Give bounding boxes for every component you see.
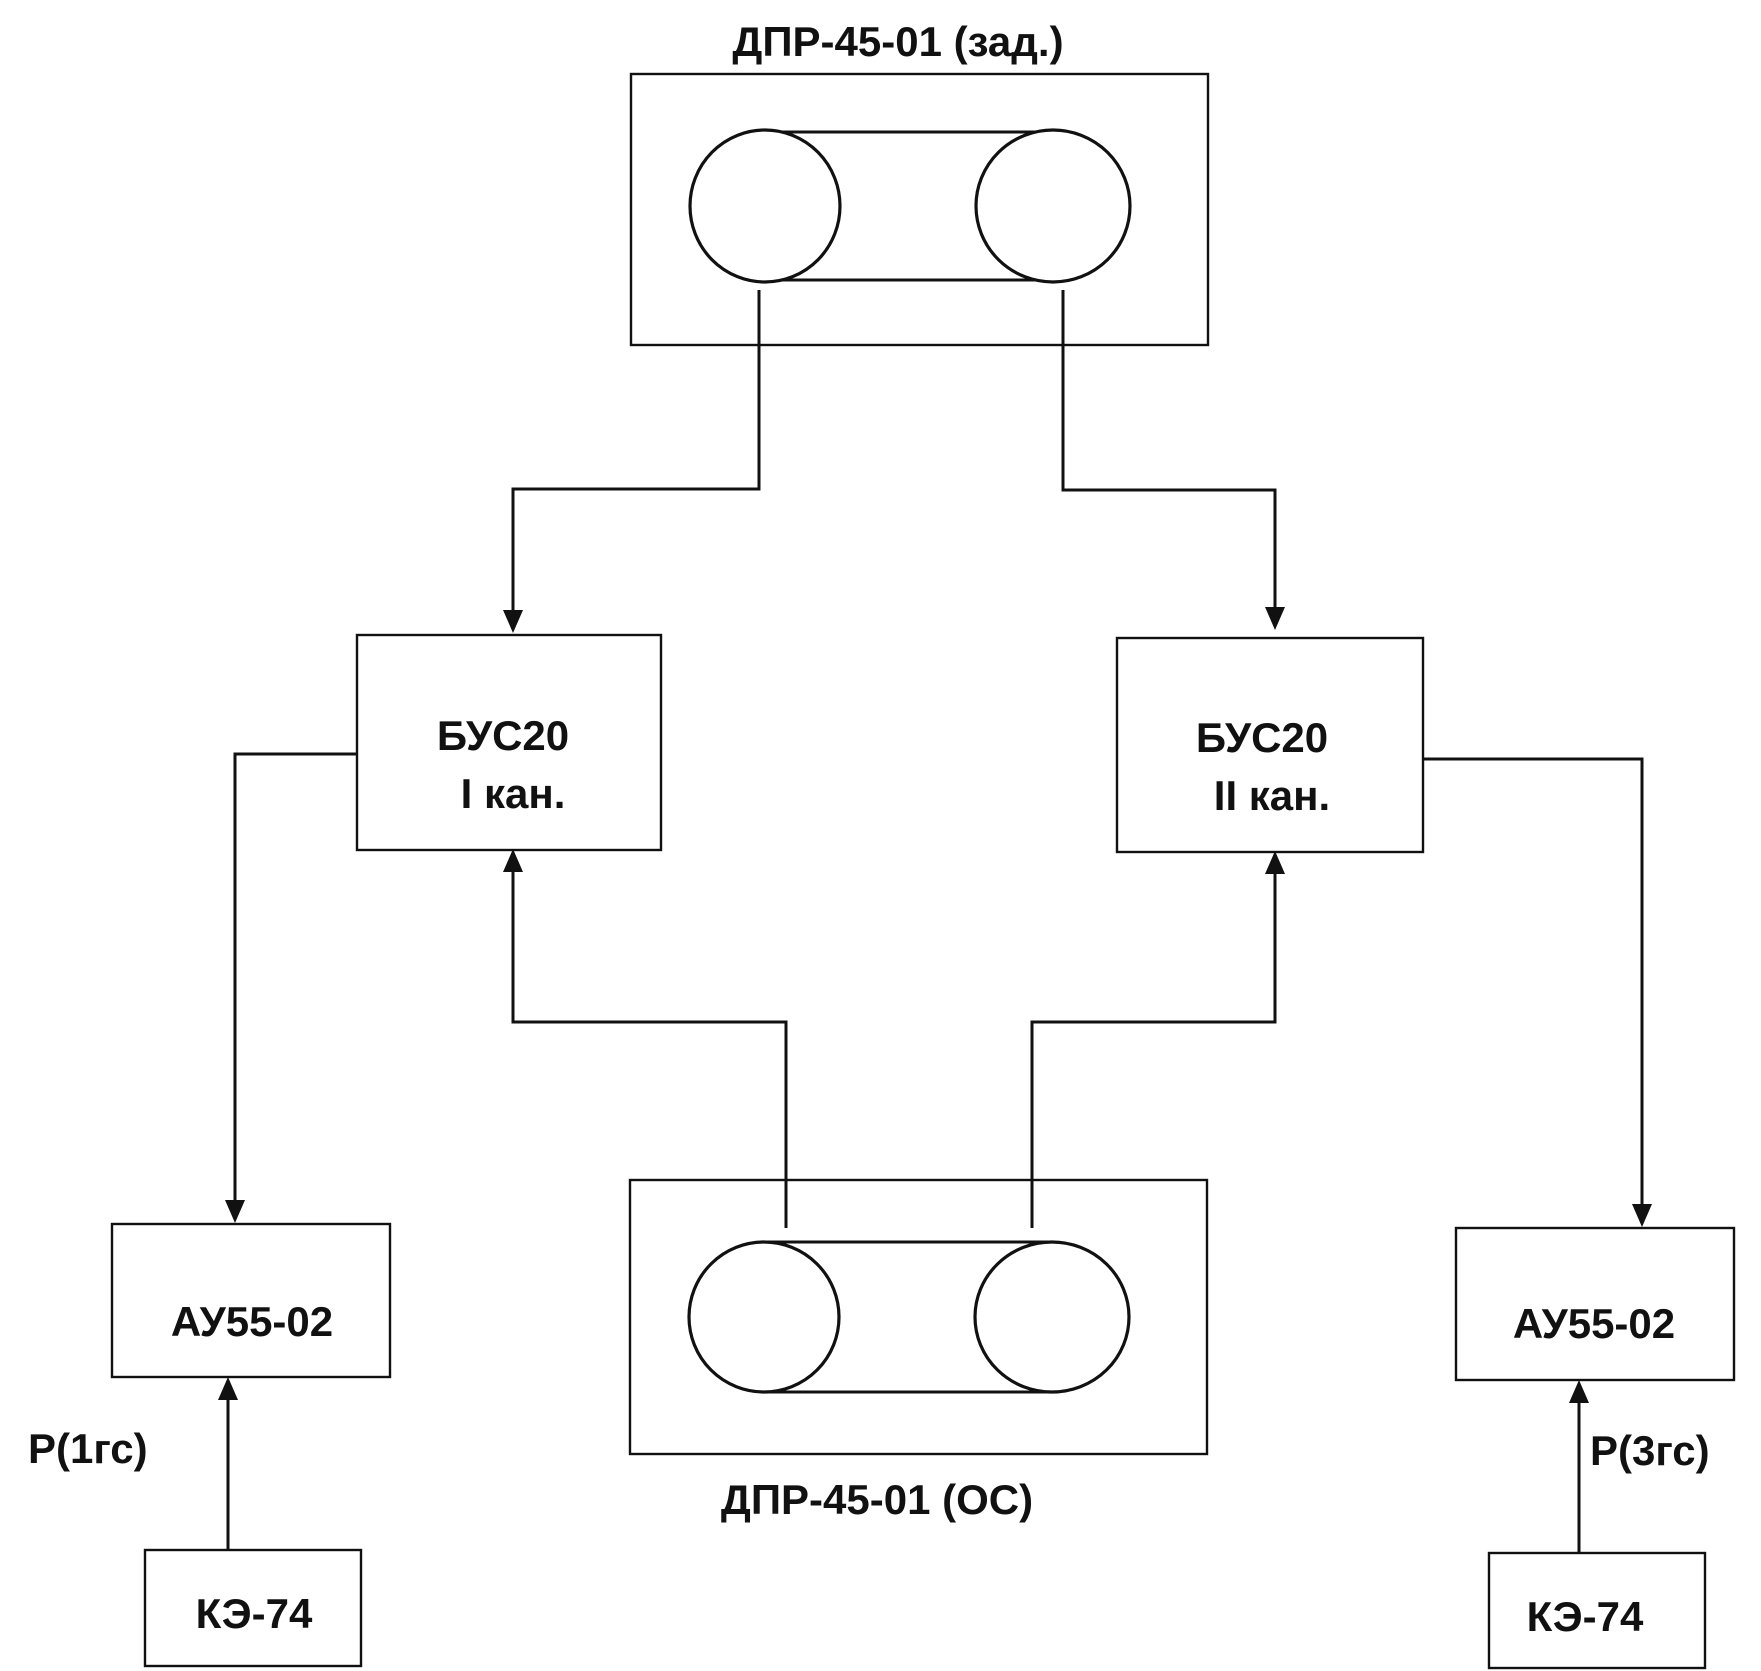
valve-left-block: КЭ-74 [143,1548,363,1668]
wire-top-sensor-to-bus-right [1061,290,1277,614]
sensor-top-title: ДПР-45-01 (зад.) [732,18,1063,65]
wire-bus-right-to-amp-right [1423,757,1644,1210]
sensor-top-frame [629,72,1210,347]
sensor-top [629,72,1210,347]
bus-left-line1: БУС20 [437,712,569,759]
bus-left-line2: I кан. [461,770,566,817]
sensor-bottom [628,1178,1209,1456]
arrowhead-into-amp-right [1632,1204,1652,1227]
arrowhead-into-bus-left-bottom [503,849,523,872]
bus-right-frame [1115,636,1425,854]
wire-bottom-sensor-to-bus-right [1030,868,1277,1228]
arrowhead-into-bus-right-bottom [1265,851,1285,874]
sensor-top-roller-right [974,128,1132,284]
sensor-bottom-roller-right [973,1240,1131,1394]
wire-top-sensor-to-bus-left [511,290,761,616]
bus-left-block: БУС20 I кан. [355,633,663,852]
signal-right-label: P(3гс) [1590,1427,1710,1474]
sensor-bottom-title: ДПР-45-01 (ОС) [721,1476,1033,1523]
arrowhead-into-amp-left-bottom [218,1377,238,1400]
amp-left-block: АУ55-02 [110,1222,392,1379]
arrowhead-into-amp-left [225,1200,245,1223]
bus-left-frame [355,633,663,852]
amp-left-label: АУ55-02 [171,1298,333,1345]
signal-left-label: P(1гс) [28,1425,148,1472]
arrowhead-into-bus-left-top [503,610,523,633]
bus-right-line2: II кан. [1214,772,1330,819]
sensor-top-roller-left [688,128,842,284]
bus-right-line1: БУС20 [1196,714,1328,761]
valve-right-frame [1487,1551,1707,1670]
valve-left-frame [143,1548,363,1668]
valve-right-block: КЭ-74 [1487,1551,1707,1670]
amp-right-label: АУ55-02 [1513,1300,1675,1347]
valve-right-label: КЭ-74 [1527,1593,1644,1640]
arrowhead-into-bus-right-top [1265,607,1285,630]
sensor-bottom-frame [628,1178,1209,1456]
wire-bus-left-to-amp-left [233,752,357,1206]
valve-left-label: КЭ-74 [196,1590,313,1637]
sensor-bottom-roller-left [687,1240,841,1394]
amp-left-frame [110,1222,392,1379]
arrowhead-into-amp-right-bottom [1569,1380,1589,1403]
wire-bottom-sensor-to-bus-left [511,866,788,1228]
amp-right-frame [1454,1226,1736,1382]
bus-right-block: БУС20 II кан. [1115,636,1425,854]
amp-right-block: АУ55-02 [1454,1226,1736,1382]
